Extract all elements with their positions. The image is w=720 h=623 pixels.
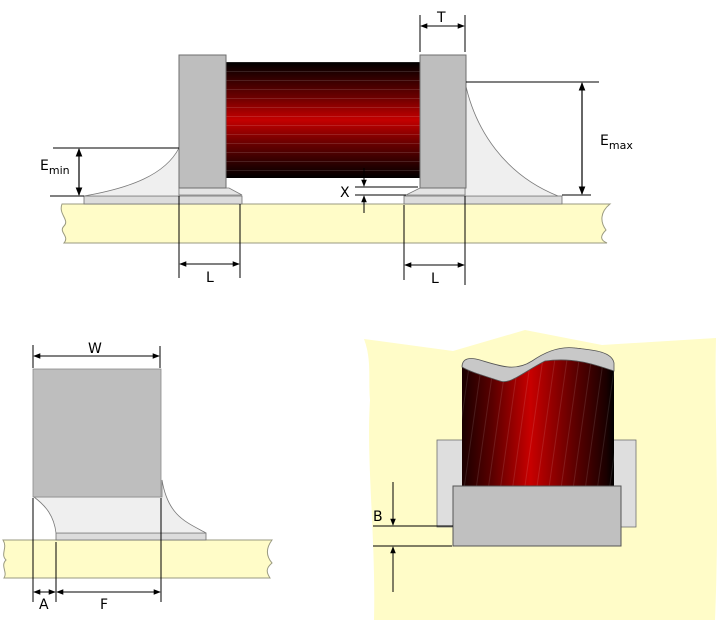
side-view: T Emin Emax X L L [40, 10, 633, 287]
pcb-board [60, 203, 612, 244]
dim-label-w: W [88, 341, 102, 357]
dim-label-l-right: L [431, 271, 439, 287]
dim-label-b: B [373, 509, 383, 525]
end-view: W A F [2, 341, 273, 613]
pad-left [83, 195, 243, 205]
terminal-top [452, 485, 622, 547]
pad-end [55, 532, 207, 541]
coil-cut-surface [461, 347, 615, 383]
dim-label-t: T [436, 10, 446, 26]
pad-right [403, 195, 563, 205]
solder-fillet-left [83, 147, 180, 197]
solder-fillet-end [32, 479, 207, 534]
coil-winding-stripes [225, 62, 421, 178]
dim-label-x: X [340, 185, 350, 201]
dim-label-a: A [39, 597, 49, 613]
solder-foot-left [178, 187, 243, 196]
solder-fillet-right [464, 81, 559, 197]
pcb-board-end [2, 539, 273, 579]
terminal-end [32, 368, 162, 498]
solder-foot-right [405, 187, 466, 196]
dim-label-emin: Emin [40, 158, 70, 177]
dim-label-l-left: L [206, 270, 214, 286]
terminal-left [178, 54, 227, 189]
dim-label-emax: Emax [600, 133, 633, 152]
dim-label-f: F [100, 597, 108, 613]
top-view: B [364, 330, 718, 620]
terminal-right [419, 54, 467, 189]
coil-winding-top-stripes [462, 347, 614, 486]
